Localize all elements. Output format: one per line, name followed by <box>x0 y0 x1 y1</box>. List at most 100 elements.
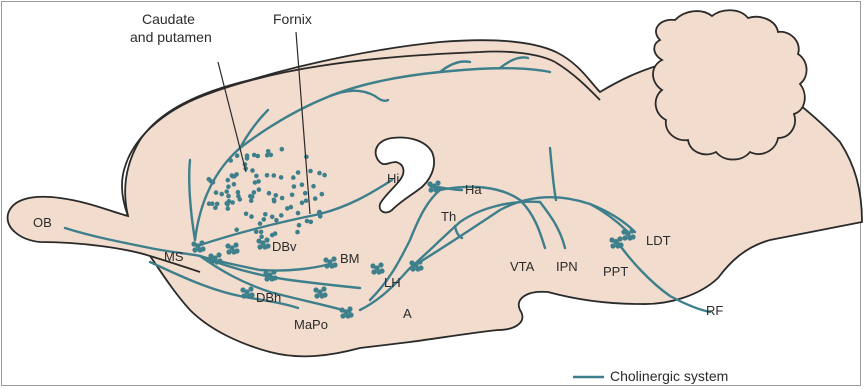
caudate-dot <box>292 184 297 189</box>
caudate-dot <box>280 147 285 152</box>
caudate-dot <box>309 220 314 225</box>
caudate-dot <box>250 194 255 199</box>
caudate-dot <box>257 187 262 192</box>
caudate-dot <box>234 172 239 177</box>
caudate-dot <box>258 221 263 226</box>
caudate-dot <box>322 173 327 178</box>
caudate-dot <box>230 173 235 178</box>
cluster-cell <box>263 270 268 275</box>
cluster-cell <box>256 238 261 243</box>
cluster-cell <box>192 247 197 252</box>
caudate-dot <box>279 213 284 218</box>
cerebellum <box>653 10 807 159</box>
caudate-dot <box>207 201 212 206</box>
cluster-cell <box>621 229 626 234</box>
cluster-cell <box>200 246 205 251</box>
caudate-dot <box>274 218 279 223</box>
cluster-cell <box>436 186 441 191</box>
cluster-cell <box>379 268 384 273</box>
cluster-cell <box>378 262 383 267</box>
caudate-dot <box>300 182 305 187</box>
cluster-cell <box>622 235 627 240</box>
caudate-dot <box>250 168 255 173</box>
cluster-cell <box>322 292 327 297</box>
caudate-dot <box>320 192 325 197</box>
caudate-dot <box>236 190 241 195</box>
region-label-ha: Ha <box>465 183 482 196</box>
cluster-cell <box>314 293 319 298</box>
caudate-dot <box>214 190 219 195</box>
caudate-dot <box>215 202 220 207</box>
caudate-dot <box>311 184 316 189</box>
caudate-dot <box>296 211 301 216</box>
caudate-dot <box>303 191 308 196</box>
caudate-dot <box>235 153 240 158</box>
caudate-dot <box>254 174 259 179</box>
caudate-dot <box>249 214 254 219</box>
caudate-dot <box>263 212 268 217</box>
caudate-label-line2: and putamen <box>130 30 212 44</box>
caudate-dot <box>272 173 277 178</box>
caudate-dot <box>295 230 300 235</box>
caudate-dot <box>267 191 272 196</box>
cluster-cell <box>264 276 269 281</box>
cluster-cell <box>617 236 622 241</box>
cluster-cell <box>271 269 276 274</box>
caudate-dot <box>313 196 318 201</box>
cluster-cell <box>410 266 415 271</box>
caudate-dot <box>274 193 279 198</box>
cluster-cell <box>233 242 238 247</box>
caudate-dot <box>290 193 295 198</box>
cluster-cell <box>208 253 213 258</box>
cluster-cell <box>323 257 328 262</box>
caudate-dot <box>270 215 275 220</box>
cluster-cell <box>370 263 375 268</box>
cluster-cell <box>417 259 422 264</box>
region-label-bm: BM <box>340 252 360 265</box>
fornix-label: Fornix <box>273 12 312 26</box>
cluster-cell <box>348 312 353 317</box>
caudate-dot <box>300 201 305 206</box>
cluster-cell <box>313 287 318 292</box>
region-label-ipn: IPN <box>556 260 578 273</box>
caudate-dot <box>207 177 212 182</box>
cluster-cell <box>331 256 336 261</box>
caudate-dot <box>304 198 309 203</box>
caudate-dot <box>230 200 235 205</box>
caudate-dot <box>244 212 249 217</box>
cluster-cell <box>240 287 245 292</box>
cluster-cell <box>225 243 230 248</box>
region-label-th: Th <box>441 210 456 223</box>
caudate-dot <box>273 231 278 236</box>
cluster-cell <box>217 258 222 263</box>
cluster-cell <box>428 187 433 192</box>
caudate-dot <box>305 219 310 224</box>
caudate-dot <box>226 184 231 189</box>
cluster-cell <box>241 293 246 298</box>
caudate-dot <box>279 175 284 180</box>
region-label-ms: MS <box>164 250 184 263</box>
region-label-mapo: MaPo <box>294 318 328 331</box>
caudate-label-line1: Caudate <box>142 12 195 26</box>
cluster-cell <box>191 241 196 246</box>
cluster-cell <box>610 243 615 248</box>
caudate-dot <box>224 189 229 194</box>
caudate-dot <box>245 153 250 158</box>
cluster-cell <box>248 286 253 291</box>
caudate-dot <box>226 194 231 199</box>
cluster-cell <box>347 306 352 311</box>
cluster-cell <box>226 249 231 254</box>
cluster-cell <box>209 259 214 264</box>
cluster-cell <box>418 265 423 270</box>
caudate-dot <box>259 230 264 235</box>
cluster-cell <box>629 228 634 233</box>
region-label-ldt: LDT <box>646 234 671 247</box>
caudate-dot <box>234 228 239 233</box>
cluster-cell <box>321 286 326 291</box>
region-label-dbh: DBh <box>256 291 281 304</box>
cluster-cell <box>630 234 635 239</box>
caudate-dot <box>317 171 322 176</box>
cluster-cell <box>272 275 277 280</box>
